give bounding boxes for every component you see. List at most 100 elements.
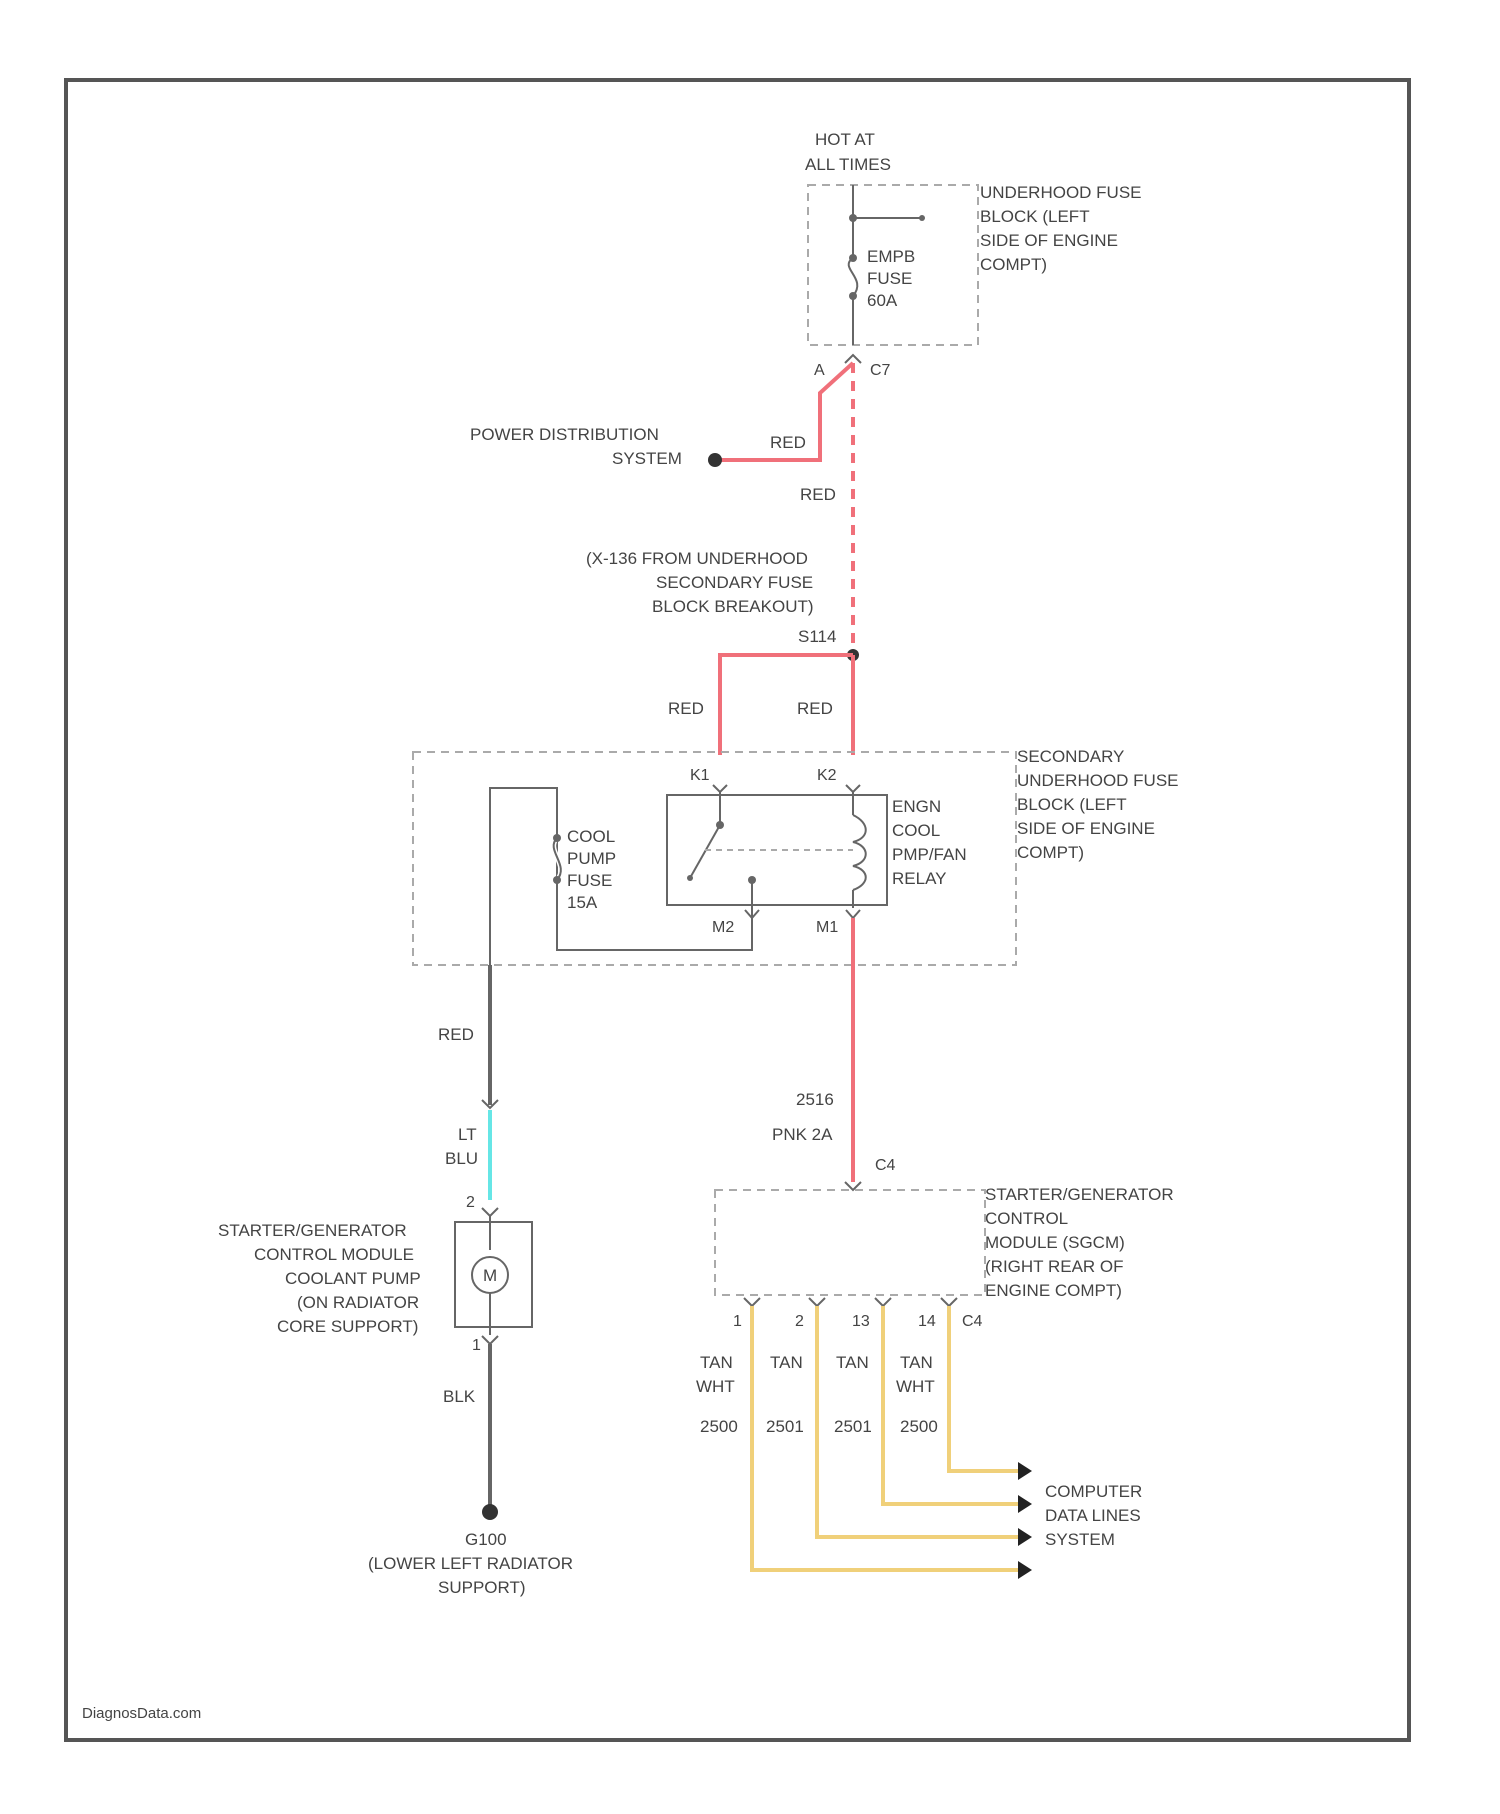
main-feed-note-line1: (X-136 FROM UNDERHOOD bbox=[586, 549, 808, 568]
underhood-fuse-label-line1: UNDERHOOD FUSE bbox=[980, 183, 1142, 202]
data-wire-1-arrow bbox=[1018, 1561, 1032, 1579]
left-red-feed-wire bbox=[720, 655, 853, 755]
relay-switch-end bbox=[687, 875, 693, 881]
sgcm-pin-1-connector bbox=[744, 1298, 760, 1306]
relay-label-line2: COOL bbox=[892, 821, 940, 840]
cool-pump-fuse-line4: 15A bbox=[567, 893, 598, 912]
data-wire-1-color: TAN bbox=[700, 1353, 733, 1372]
sgcm: 2516 PNK 2A C4 STARTER/GENERATOR CONTROL… bbox=[696, 918, 1174, 1579]
coolant-pump-circuit: RED LT BLU 2 M STARTER/GENERATOR CONTROL… bbox=[218, 965, 573, 1597]
sgcm-feed-pin-label: C4 bbox=[875, 1157, 896, 1174]
cool-pump-fuse-terminal-top bbox=[553, 834, 561, 842]
right-feed-wire-label: RED bbox=[797, 699, 833, 718]
data-wire-2-arrow bbox=[1018, 1528, 1032, 1546]
data-wire-4-color2: WHT bbox=[896, 1377, 935, 1396]
data-wire-1-circuit: 2500 bbox=[700, 1417, 738, 1436]
relay-label-line4: RELAY bbox=[892, 869, 947, 888]
ground-wire-label: BLK bbox=[443, 1387, 476, 1406]
sgcm-connector-c4-label: C4 bbox=[962, 1313, 983, 1330]
data-wire-2-color: TAN bbox=[770, 1353, 803, 1372]
left-feed-wire-label: RED bbox=[668, 699, 704, 718]
sgcm-label-line3: MODULE (SGCM) bbox=[985, 1233, 1125, 1252]
fuse-name-line3: 60A bbox=[867, 291, 898, 310]
cool-pump-fuse-terminal-bottom bbox=[553, 876, 561, 884]
relay-label-line3: PMP/FAN bbox=[892, 845, 967, 864]
underhood-fuse-label-line3: SIDE OF ENGINE bbox=[980, 231, 1118, 250]
secondary-fuse-label-line3: BLOCK (LEFT bbox=[1017, 795, 1127, 814]
data-wire-4-arrow bbox=[1018, 1462, 1032, 1480]
bus-bar-end bbox=[919, 215, 925, 221]
secondary-fuse-label-line5: COMPT) bbox=[1017, 843, 1084, 862]
pin-k1-label: K1 bbox=[690, 767, 710, 784]
sgcm-feed-circuit-label: 2516 bbox=[796, 1090, 834, 1109]
sgcm-label-line1: STARTER/GENERATOR bbox=[985, 1185, 1174, 1204]
ground-label-line2: (LOWER LEFT RADIATOR bbox=[368, 1554, 573, 1573]
computer-data-lines-line3: SYSTEM bbox=[1045, 1530, 1115, 1549]
sgcm-pin-14-label: 14 bbox=[918, 1313, 936, 1330]
watermark: DiagnosData.com bbox=[82, 1705, 201, 1722]
ground-g100-terminal bbox=[482, 1504, 498, 1520]
sgcm-label-line2: CONTROL bbox=[985, 1209, 1068, 1228]
underhood-fuse-label-line2: BLOCK (LEFT bbox=[980, 207, 1090, 226]
data-wire-4-color: TAN bbox=[900, 1353, 933, 1372]
fuse-name-line2: FUSE bbox=[867, 269, 912, 288]
computer-data-lines-line2: DATA LINES bbox=[1045, 1506, 1141, 1525]
pin-k2-label: K2 bbox=[817, 767, 837, 784]
fuse-name-line1: EMPB bbox=[867, 247, 915, 266]
pin-c7-label: C7 bbox=[870, 362, 891, 379]
splice-label: S114 bbox=[798, 627, 836, 646]
hot-at-all-times-line1: HOT AT bbox=[815, 130, 875, 149]
coolant-pump-label-line5: CORE SUPPORT) bbox=[277, 1317, 418, 1336]
main-feed-note-line2: SECONDARY FUSE bbox=[656, 573, 813, 592]
power-distribution-terminal bbox=[708, 453, 722, 467]
pump-pin-2-label: 2 bbox=[466, 1194, 475, 1211]
data-wire-3-circuit: 2501 bbox=[834, 1417, 872, 1436]
ground-label-line3: SUPPORT) bbox=[438, 1578, 526, 1597]
connector-k2-symbol bbox=[846, 785, 860, 792]
pump-pin-1-connector bbox=[482, 1336, 498, 1344]
empb-fuse-symbol bbox=[849, 258, 858, 296]
sgcm-label-line5: ENGINE COMPT) bbox=[985, 1281, 1122, 1300]
data-wire-3-color: TAN bbox=[836, 1353, 869, 1372]
data-wire-2-circuit: 2501 bbox=[766, 1417, 804, 1436]
pin-m1-label: M1 bbox=[816, 919, 838, 936]
connector-m1-symbol bbox=[846, 910, 860, 918]
coolant-pump-label-line4: (ON RADIATOR bbox=[297, 1293, 419, 1312]
secondary-fuse-block: RED RED K1 K2 ENGN COOL PMP/FAN RELAY CO… bbox=[413, 655, 1179, 965]
sgcm-pin-2-label: 2 bbox=[795, 1313, 804, 1330]
coolant-pump-motor-letter: M bbox=[483, 1266, 497, 1285]
lt-blu-label-line1: LT bbox=[458, 1125, 477, 1144]
secondary-fuse-label-line2: UNDERHOOD FUSE bbox=[1017, 771, 1179, 790]
sgcm-feed-wire-label: PNK 2A bbox=[772, 1125, 833, 1144]
sgcm-pin-1-label: 1 bbox=[733, 1313, 742, 1330]
power-distribution-wire-label: RED bbox=[770, 433, 806, 452]
sgcm-pin-13-label: 13 bbox=[852, 1313, 870, 1330]
fuse-terminal-top bbox=[849, 254, 857, 262]
connector-c7-symbol bbox=[845, 355, 861, 363]
pump-pin-1-label: 1 bbox=[472, 1337, 481, 1354]
sgcm-label-line4: (RIGHT REAR OF bbox=[985, 1257, 1124, 1276]
cool-pump-fuse-line1: COOL bbox=[567, 827, 615, 846]
pin-m2-label: M2 bbox=[712, 919, 734, 936]
sgcm-box bbox=[715, 1190, 985, 1295]
power-distribution-label-line2: SYSTEM bbox=[612, 449, 682, 468]
sgcm-feed-connector bbox=[845, 1182, 861, 1190]
ground-label-line1: G100 bbox=[465, 1530, 507, 1549]
underhood-fuse-label-line4: COMPT) bbox=[980, 255, 1047, 274]
coolant-pump-label-line2: CONTROL MODULE bbox=[254, 1245, 414, 1264]
secondary-fuse-label-line1: SECONDARY bbox=[1017, 747, 1124, 766]
secondary-fuse-label-line4: SIDE OF ENGINE bbox=[1017, 819, 1155, 838]
data-wire-3 bbox=[883, 1306, 1020, 1504]
cool-pump-fuse-loop-wire bbox=[490, 788, 752, 965]
relay-label-line1: ENGN bbox=[892, 797, 941, 816]
coolant-pump-label-line3: COOLANT PUMP bbox=[285, 1269, 421, 1288]
sgcm-pin-13-connector bbox=[875, 1298, 891, 1306]
pump-pin-2-connector bbox=[482, 1208, 498, 1216]
sgcm-pin-2-connector bbox=[809, 1298, 825, 1306]
power-distribution: POWER DISTRIBUTION SYSTEM RED bbox=[470, 363, 853, 468]
main-feed-note-line3: BLOCK BREAKOUT) bbox=[652, 597, 814, 616]
power-distribution-label-line1: POWER DISTRIBUTION bbox=[470, 425, 659, 444]
data-wire-4 bbox=[949, 1306, 1020, 1471]
data-wire-1 bbox=[752, 1306, 1020, 1570]
